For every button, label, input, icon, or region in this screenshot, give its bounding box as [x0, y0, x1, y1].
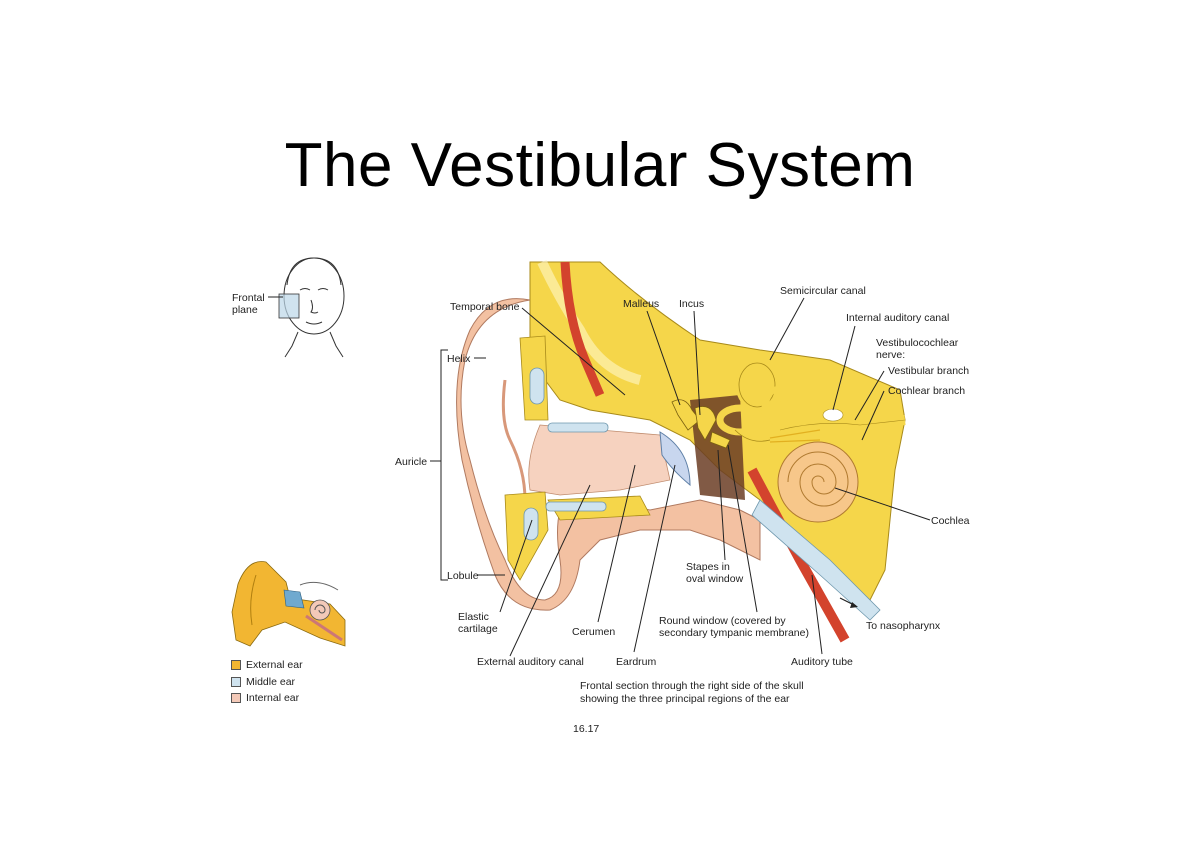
cochlea-label: Cochlea — [931, 515, 970, 527]
temporal-bone-label: Temporal bone — [450, 301, 520, 313]
auditory-tube-label: Auditory tube — [791, 656, 853, 668]
ear-cross-section — [456, 259, 906, 643]
cochlear-branch-label: Cochlear branch — [888, 385, 965, 397]
leader-lines — [474, 297, 931, 657]
auricle-bracket — [440, 349, 448, 581]
caption-line: Frontal section through the right side o… — [580, 680, 804, 692]
external-ear-swatch — [231, 660, 241, 671]
legend-label: External ear — [246, 659, 303, 672]
middle-ear-swatch — [231, 676, 241, 687]
external-auditory-canal-label: External auditory canal — [477, 656, 584, 668]
caption-line: showing the three principal regions of t… — [580, 692, 790, 705]
legend-item-middle-ear: Middle ear — [231, 674, 303, 691]
helix-label: Helix — [447, 353, 471, 365]
internal-auditory-canal-label: Internal auditory canal — [846, 312, 949, 324]
lobule-label: Lobule — [447, 570, 479, 582]
legend-item-external-ear: External ear — [231, 657, 303, 674]
page-title: The Vestibular System — [284, 131, 916, 200]
elastic-cartilage-label: Elastic cartilage — [458, 611, 498, 635]
head-inset-illustration — [278, 257, 345, 358]
figure-caption: Frontal section through the right side o… — [580, 680, 804, 705]
eardrum-label: Eardrum — [616, 656, 657, 668]
frontal-plane-label: Frontal plane — [232, 292, 268, 316]
auricle-label: Auricle — [395, 456, 427, 468]
internal-ear-swatch — [231, 693, 241, 704]
malleus-label: Malleus — [623, 298, 659, 310]
legend: External ear Middle ear Internal ear — [231, 657, 303, 707]
legend-label: Middle ear — [246, 675, 296, 688]
ear-overview-inset — [231, 561, 346, 647]
vestibular-branch-label: Vestibular branch — [888, 365, 969, 377]
semicircular-canal-label: Semicircular canal — [780, 285, 866, 297]
legend-item-internal-ear: Internal ear — [231, 690, 303, 707]
frontal-plane-marker — [278, 293, 300, 319]
cerumen-label: Cerumen — [572, 626, 615, 638]
stapes-label: Stapes in oval window — [686, 561, 744, 585]
incus-label: Incus — [679, 298, 704, 310]
round-window-label: Round window (covered by secondary tympa… — [659, 615, 809, 639]
figure-number: 16.17 — [573, 723, 600, 735]
vestibulocochlear-nerve-label: Vestibulocochlear nerve: — [876, 337, 961, 361]
legend-label: Internal ear — [246, 692, 300, 705]
to-nasopharynx-label: To nasopharynx — [866, 620, 941, 632]
